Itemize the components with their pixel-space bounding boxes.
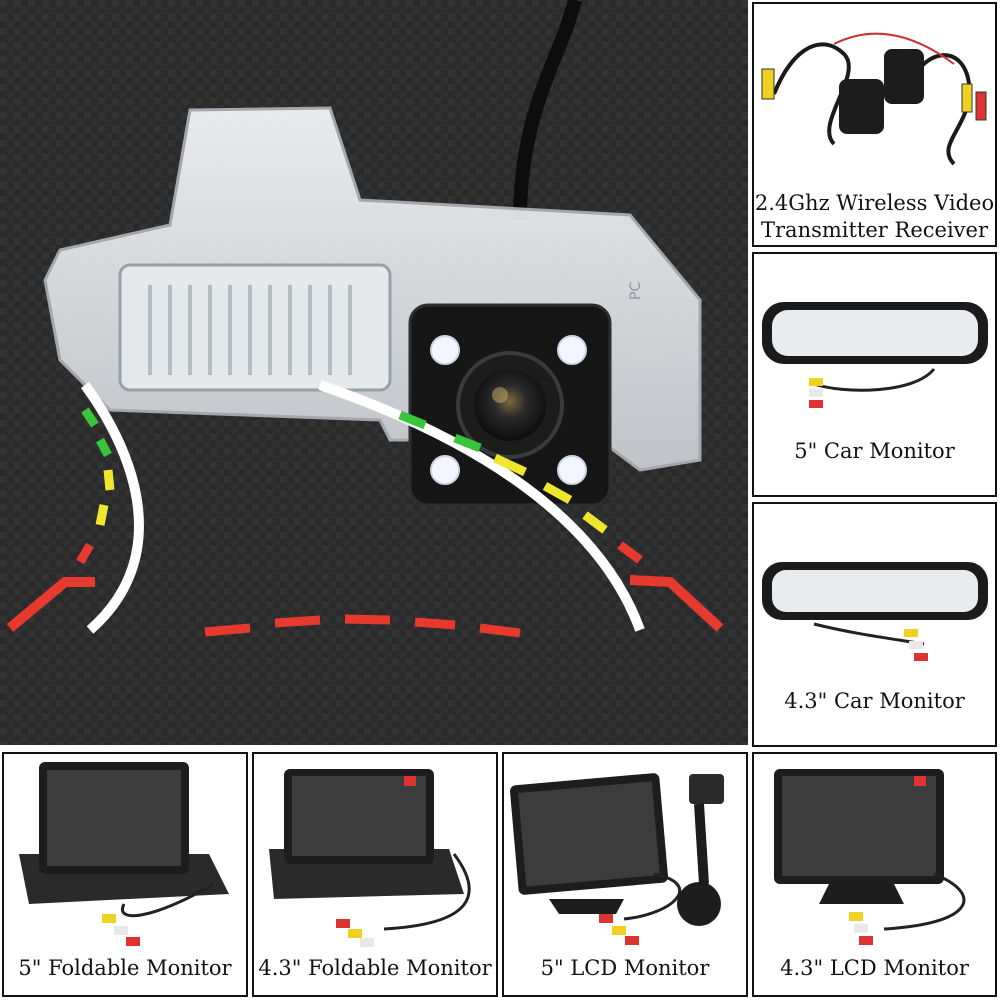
panel-wireless-transmitter: 2.4Ghz Wireless Video Transmitter Receiv… <box>752 2 997 247</box>
foldable-43-caption: 4.3" Foldable Monitor <box>258 956 492 980</box>
wireless-caption-line2: Transmitter Receiver <box>761 218 988 242</box>
foldable-screen <box>47 770 181 866</box>
panel-foldable-monitor-5: 5" Foldable Monitor <box>2 752 248 997</box>
car-monitor-43-caption: 4.3" Car Monitor <box>784 689 965 713</box>
red-rca-plug-icon <box>975 91 987 121</box>
foldable-monitor-5-image <box>19 762 229 946</box>
suction-mount-icon <box>677 882 721 926</box>
camera-hero-image: PC <box>0 0 748 745</box>
panel-foldable-monitor-43: 4.3" Foldable Monitor <box>252 752 498 997</box>
camera-body <box>408 303 612 507</box>
panel-lcd-monitor-5: 5" LCD Monitor <box>502 752 748 997</box>
lcd-43-caption: 4.3" LCD Monitor <box>780 956 969 980</box>
lcd-5-caption: 5" LCD Monitor <box>540 956 710 980</box>
transmitter-icon <box>839 79 884 134</box>
led-lights <box>430 335 587 485</box>
camera-lens <box>474 369 546 441</box>
parking-guide-lines <box>6 380 724 638</box>
mirror-monitor-43-image <box>762 562 988 661</box>
wireless-transmitter-image <box>761 32 987 166</box>
wireless-caption-line1: 2.4Ghz Wireless Video <box>754 191 995 215</box>
yellow-rca-plug-icon <box>761 68 775 100</box>
lcd-monitor-43-image <box>774 769 966 945</box>
camera-cable <box>513 0 582 221</box>
lcd-monitor-5-image <box>509 773 724 945</box>
car-monitor-5-caption: 5" Car Monitor <box>794 439 955 463</box>
foldable-monitor-43-image <box>269 769 471 947</box>
mirror-monitor-5-image <box>762 302 988 408</box>
panel-lcd-monitor-43: 4.3" LCD Monitor <box>752 752 997 997</box>
panel-car-monitor-43: 4.3" Car Monitor <box>752 502 997 747</box>
housing-mark: PC <box>628 282 644 300</box>
foldable-5-caption: 5" Foldable Monitor <box>18 956 232 980</box>
panel-car-monitor-5: 5" Car Monitor <box>752 252 997 497</box>
mirror-screen <box>772 310 978 356</box>
receiver-icon <box>884 49 924 104</box>
